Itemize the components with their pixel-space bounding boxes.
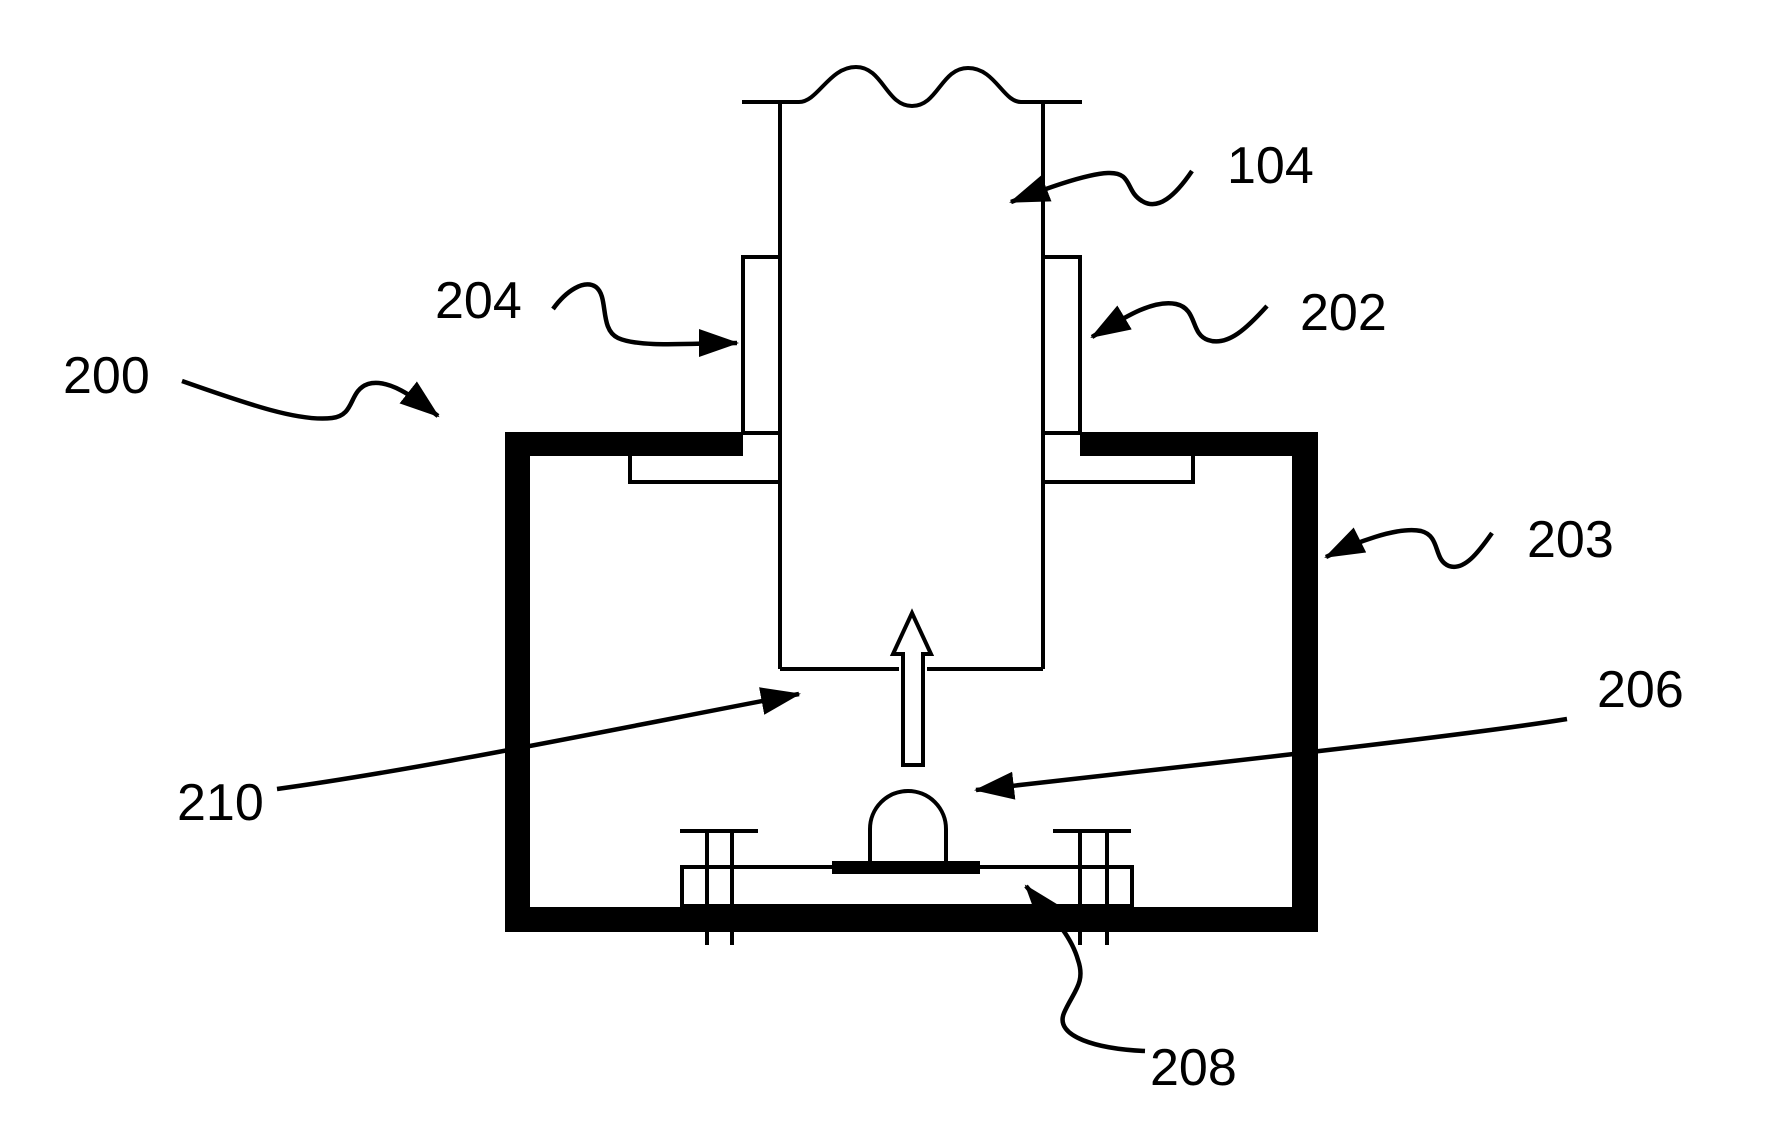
leader-208 — [1024, 884, 1146, 1054]
leader-200 — [181, 378, 440, 421]
ref-label-104: 104 — [1227, 137, 1314, 195]
sample-strip — [832, 861, 980, 874]
up-flow-arrow — [889, 608, 935, 767]
inner-ledge-right — [1045, 455, 1195, 484]
ref-label-200: 200 — [63, 347, 150, 405]
chamber-wall-top-left — [505, 432, 743, 456]
leader-204 — [551, 282, 739, 358]
tube-break-squiggle — [742, 64, 1082, 109]
chamber-wall-right — [1292, 432, 1318, 932]
ref-label-206: 206 — [1597, 661, 1684, 719]
vertical-tube — [742, 64, 1082, 671]
ref-label-202: 202 — [1300, 284, 1387, 342]
ref-label-208: 208 — [1150, 1039, 1237, 1097]
left-flange — [741, 255, 782, 435]
reference-numerals: 200 104 204 202 203 206 210 208 — [63, 137, 1684, 1097]
leader-206 — [974, 716, 1568, 800]
inner-ledge-left — [628, 455, 778, 484]
right-flange — [1041, 255, 1082, 435]
chamber-walls — [505, 432, 1318, 932]
chamber-floor — [505, 907, 1318, 932]
leader-210 — [276, 687, 801, 792]
mounting-flanges — [741, 255, 1082, 435]
callout-leaders — [181, 169, 1568, 1054]
leader-104 — [1009, 169, 1194, 207]
leader-203 — [1324, 527, 1494, 570]
leader-202 — [1090, 300, 1269, 344]
ref-label-203: 203 — [1527, 511, 1614, 569]
ref-label-204: 204 — [435, 272, 522, 330]
chamber-wall-top-right — [1080, 432, 1318, 456]
chamber-wall-left — [505, 432, 530, 932]
dome — [868, 789, 948, 861]
ref-label-210: 210 — [177, 774, 264, 832]
